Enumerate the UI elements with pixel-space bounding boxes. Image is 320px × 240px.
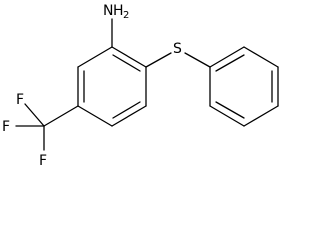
phenyl-ring — [209, 46, 279, 127]
structure-canvas: N H 2 S F F F — [2, 3, 279, 169]
bond-p2-p3 — [243, 46, 279, 68]
bond-c3-c4 — [111, 105, 147, 127]
bond-s-ph — [184, 52, 211, 68]
bond-cf3-f-top — [24, 103, 45, 127]
bond-c6-c1 — [77, 46, 113, 68]
double-bond-p1-p2-inner — [215, 54, 245, 72]
bond-c4-c5 — [77, 105, 113, 127]
aniline-ring — [77, 46, 147, 127]
bond-p1-p2 — [209, 46, 245, 68]
sulfur-label: S — [173, 41, 182, 57]
double-bond-c3-c4-inner — [112, 101, 141, 119]
amine-hydrogen-count: 2 — [123, 10, 129, 21]
amine-hydrogen-label: H — [113, 3, 124, 19]
bond-c1-c2 — [111, 46, 147, 68]
bond-c2-s — [145, 52, 172, 68]
bond-p5-p6 — [209, 105, 245, 127]
bond-p4-p5 — [243, 105, 279, 127]
bond-c5-cf3 — [43, 105, 79, 127]
double-bond-p5-p6-inner — [215, 101, 245, 119]
molecule-drawing: N H 2 S F F F — [2, 3, 279, 169]
fluorine-left-label: F — [2, 119, 10, 135]
amine-nitrogen-label: N — [103, 3, 113, 19]
fluorine-top-label: F — [16, 92, 24, 108]
double-bond-c1-c2-inner — [112, 54, 141, 72]
fluorine-bottom-label: F — [39, 153, 47, 169]
